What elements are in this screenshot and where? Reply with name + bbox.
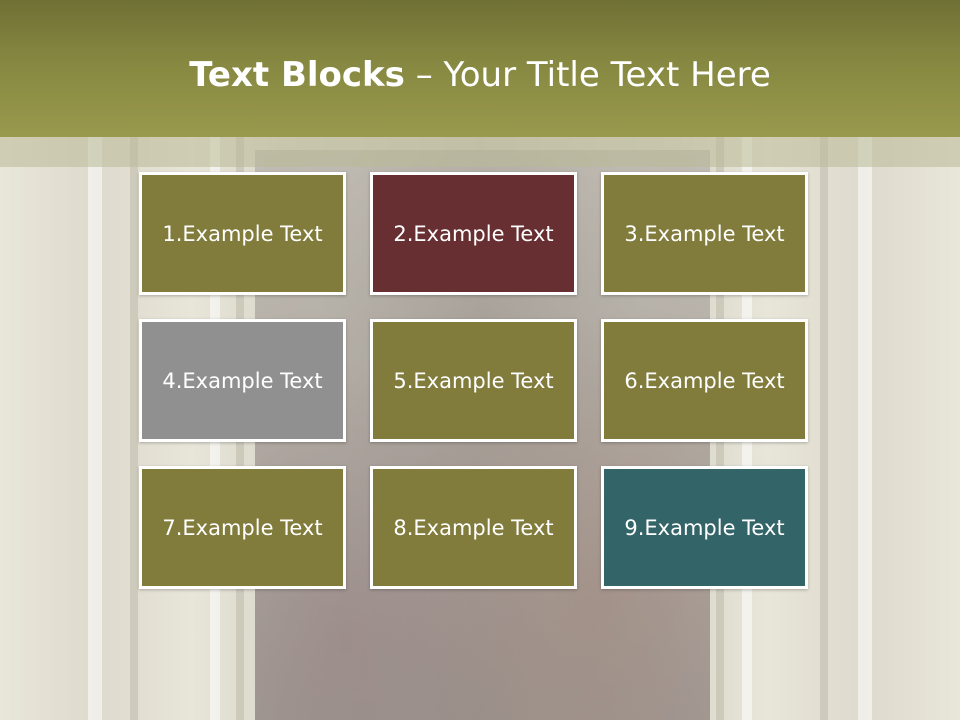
title-rest: – Your Title Text Here [404,55,771,95]
slide-title: Text Blocks – Your Title Text Here [0,54,960,96]
text-block-6[interactable]: 6.Example Text [601,319,808,442]
text-block-2[interactable]: 2.Example Text [370,172,577,295]
background-door-edge [88,137,102,720]
background-door-edge [858,137,872,720]
title-bold: Text Blocks [189,55,405,95]
text-block-4[interactable]: 4.Example Text [139,319,346,442]
header-shadow-band [0,137,960,167]
text-block-1[interactable]: 1.Example Text [139,172,346,295]
text-block-3[interactable]: 3.Example Text [601,172,808,295]
text-block-7[interactable]: 7.Example Text [139,466,346,589]
background-door-edge [130,137,138,720]
text-block-5[interactable]: 5.Example Text [370,319,577,442]
title-bar: Text Blocks – Your Title Text Here [0,0,960,137]
text-block-9[interactable]: 9.Example Text [601,466,808,589]
text-block-8[interactable]: 8.Example Text [370,466,577,589]
background-door-edge [820,137,828,720]
